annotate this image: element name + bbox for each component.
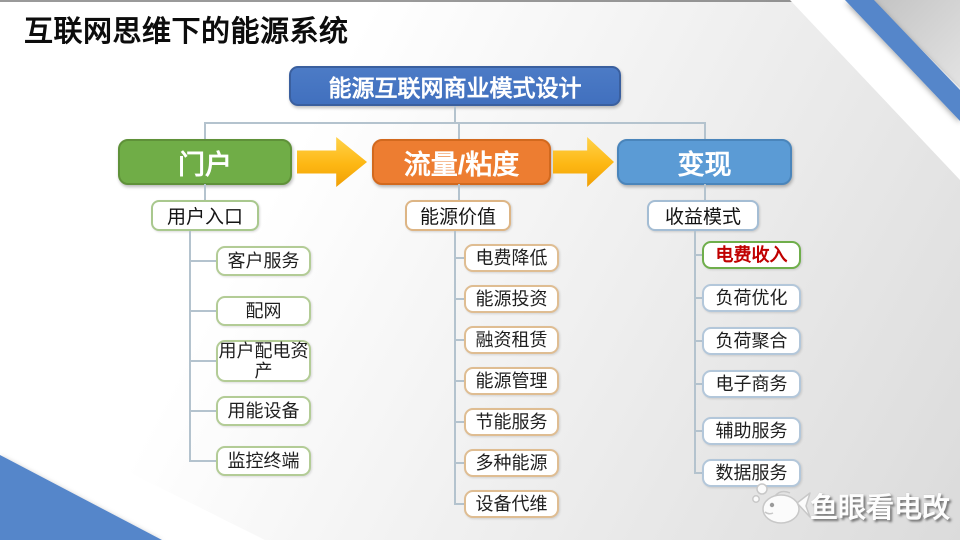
connector-line <box>458 184 460 200</box>
tree-stub-line <box>694 340 704 342</box>
leaf-electricity-revenue: 电费收入 <box>702 241 801 269</box>
tree-stub-line <box>694 297 704 299</box>
sub-box-revenue-model: 收益模式 <box>647 200 759 231</box>
tree-stub-line <box>189 460 217 462</box>
leaf-energy-investment: 能源投资 <box>464 285 559 313</box>
tree-stub-line <box>454 257 466 259</box>
tree-stub-line <box>454 339 466 341</box>
sub-box-energy-value: 能源价值 <box>405 200 511 231</box>
leaf-customer-service: 客户服务 <box>216 246 311 276</box>
leaf-financial-leasing: 融资租赁 <box>464 326 559 354</box>
tree-stub-line <box>189 260 217 262</box>
leaf-load-aggregation: 负荷聚合 <box>702 327 801 355</box>
stage-box-monetization: 变现 <box>617 139 792 185</box>
tree-trunk-line <box>454 231 456 505</box>
leaf-multiple-energy: 多种能源 <box>464 449 559 477</box>
leaf-energy-management: 能源管理 <box>464 367 559 395</box>
fish-icon <box>752 483 811 524</box>
tree-stub-line <box>454 380 466 382</box>
connector-line <box>204 122 206 141</box>
sub-box-user-entry: 用户入口 <box>151 200 259 231</box>
leaf-ancillary-services: 辅助服务 <box>702 417 801 445</box>
stage-box-traffic-stickiness: 流量/粘度 <box>372 139 551 185</box>
page-title: 互联网思维下的能源系统 <box>24 16 349 48</box>
tree-stub-line <box>694 254 704 256</box>
leaf-monitoring-terminal: 监控终端 <box>216 446 311 476</box>
leaf-user-power-assets: 用户配电资产 <box>216 340 311 382</box>
tree-stub-line <box>189 360 217 362</box>
tree-stub-line <box>454 503 466 505</box>
connector-line <box>454 106 456 123</box>
leaf-electricity-cost-reduction: 电费降低 <box>464 244 559 272</box>
flow-arrow-icon <box>553 137 614 187</box>
connector-line <box>704 122 706 141</box>
tree-stub-line <box>694 383 704 385</box>
connector-line <box>204 184 206 200</box>
slide-top-edge-line <box>0 0 960 2</box>
tree-stub-line <box>454 421 466 423</box>
leaf-energy-saving-service: 节能服务 <box>464 408 559 436</box>
tree-stub-line <box>189 310 217 312</box>
tree-stub-line <box>454 298 466 300</box>
leaf-energy-equipment: 用能设备 <box>216 396 311 426</box>
connector-line <box>704 184 706 200</box>
leaf-load-optimization: 负荷优化 <box>702 284 801 312</box>
stage-box-portal: 门户 <box>118 139 292 185</box>
tree-trunk-line <box>694 231 696 474</box>
tree-stub-line <box>694 472 704 474</box>
leaf-distribution-network: 配网 <box>216 296 311 326</box>
leaf-data-services: 数据服务 <box>702 459 801 487</box>
root-node-business-model-design: 能源互联网商业模式设计 <box>289 66 621 106</box>
tree-stub-line <box>454 462 466 464</box>
tree-stub-line <box>694 430 704 432</box>
tree-trunk-line <box>189 231 191 462</box>
watermark-label: 鱼眼看电改 <box>810 492 951 523</box>
connector-line <box>458 122 460 141</box>
leaf-equipment-maintenance: 设备代维 <box>464 490 559 518</box>
leaf-e-commerce: 电子商务 <box>702 370 801 398</box>
tree-stub-line <box>189 410 217 412</box>
flow-arrow-icon <box>297 137 367 187</box>
connector-line <box>204 122 706 124</box>
